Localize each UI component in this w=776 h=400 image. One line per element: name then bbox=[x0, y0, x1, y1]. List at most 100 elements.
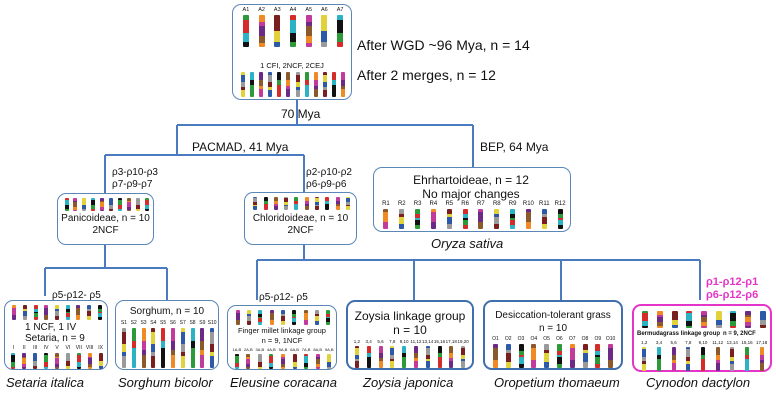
chromosome-segment bbox=[98, 361, 103, 367]
chromosome-segment bbox=[295, 82, 300, 87]
chromosome-segment bbox=[126, 206, 131, 210]
chromosome-segment bbox=[315, 202, 319, 205]
chromosome-segment bbox=[274, 15, 281, 31]
chromosome-label: IX bbox=[98, 345, 103, 351]
chromosome-segment bbox=[437, 346, 442, 354]
chromosome-segment bbox=[595, 357, 601, 364]
chromosome-segment bbox=[121, 344, 126, 352]
chromosome-segment bbox=[730, 325, 737, 328]
species-zoysia: Zoysia japonica bbox=[363, 375, 454, 390]
chromosome-segment bbox=[305, 15, 312, 23]
chromosome-bar bbox=[180, 328, 185, 368]
chromosome-label: 5,6 bbox=[377, 339, 384, 344]
chromosome-bar bbox=[525, 209, 531, 229]
chromosome-bar bbox=[556, 344, 562, 368]
chromosome-segment bbox=[161, 348, 166, 368]
chromosome-segment bbox=[413, 353, 418, 359]
chromosome-segment bbox=[22, 358, 27, 364]
chromosome-segment bbox=[701, 311, 707, 315]
chromosome-segment bbox=[378, 353, 383, 359]
chromosome-segment bbox=[292, 361, 297, 367]
chromosome-label: R5 bbox=[445, 201, 454, 207]
chromosome-segment bbox=[399, 209, 405, 214]
chromosome-segment bbox=[247, 321, 251, 325]
chromosome-segment bbox=[269, 320, 274, 325]
chromosome-bar bbox=[608, 344, 614, 368]
chromosome-segment bbox=[87, 316, 91, 320]
chromosome-segment bbox=[117, 198, 122, 200]
chromosome-segment bbox=[210, 356, 215, 368]
chromosome-segment bbox=[247, 313, 251, 316]
chromosome-segment bbox=[325, 201, 330, 204]
chromosome-bar bbox=[55, 353, 59, 369]
chromosome-segment bbox=[180, 332, 185, 344]
bermudagrass-chromosomes-top bbox=[638, 310, 770, 328]
chromosome-segment bbox=[76, 362, 81, 367]
chromosome-segment bbox=[569, 344, 575, 348]
chromosome-segment bbox=[315, 204, 319, 207]
chromosome-segment bbox=[390, 348, 395, 355]
chromosome-segment bbox=[258, 15, 265, 23]
chromosome-segment bbox=[366, 346, 371, 354]
chromosome-label: 9A,B bbox=[324, 347, 334, 352]
chromosome-segment bbox=[642, 361, 647, 364]
chromosome-segment bbox=[44, 305, 49, 308]
chromosome-segment bbox=[151, 356, 156, 368]
species-cynodon: Cynodon dactylon bbox=[646, 375, 751, 390]
chromosome-bar bbox=[759, 347, 764, 371]
chromosome-segment bbox=[11, 355, 16, 363]
chromosome-segment bbox=[402, 357, 407, 368]
chromosome-segment bbox=[390, 361, 395, 368]
chromosome-segment bbox=[518, 350, 524, 355]
chromosome-segment bbox=[399, 214, 405, 217]
chromosome-label: S3 bbox=[140, 320, 147, 326]
chromosome-bar bbox=[461, 346, 466, 368]
chromosome-segment bbox=[247, 315, 251, 322]
chromosome-label: R8 bbox=[492, 201, 501, 207]
chromosome-label: 6A,B bbox=[290, 347, 299, 352]
chromosome-segment bbox=[65, 361, 70, 367]
chromosome-bar bbox=[326, 310, 331, 325]
chromosome-segment bbox=[76, 355, 81, 363]
chromosome-segment bbox=[446, 214, 452, 217]
zoysia-subtitle: n = 10 bbox=[393, 323, 427, 337]
chromosome-bar bbox=[325, 197, 330, 210]
chromosome-label: 13,14 bbox=[422, 339, 434, 344]
chromosome-segment bbox=[246, 367, 251, 369]
chromosome-segment bbox=[544, 350, 550, 353]
chromosome-segment bbox=[87, 363, 92, 368]
chromosome-segment bbox=[642, 320, 649, 326]
chromosome-segment bbox=[303, 320, 308, 325]
chromosome-label: 7,8 bbox=[685, 340, 692, 345]
chromosome-segment bbox=[671, 325, 678, 328]
chromosome-segment bbox=[327, 361, 332, 367]
chromosome-bar bbox=[249, 72, 254, 97]
chromosome-segment bbox=[390, 354, 395, 360]
chromosome-label: 11,12 bbox=[410, 339, 422, 344]
chromosome-bar bbox=[730, 311, 737, 328]
chromosome-segment bbox=[730, 349, 735, 357]
chromosome-segment bbox=[337, 42, 344, 47]
chromosome-segment bbox=[686, 356, 691, 362]
chromosome-segment bbox=[190, 348, 195, 368]
chromosome-label: R1 bbox=[382, 201, 390, 207]
chromosome-segment bbox=[425, 361, 430, 368]
chromosome-label: R2 bbox=[397, 201, 406, 207]
finger-millet-title: Finger millet linkage group bbox=[238, 326, 326, 335]
chromosome-bar bbox=[332, 72, 337, 97]
chromosome-bar bbox=[383, 209, 389, 229]
chromosome-segment bbox=[449, 358, 454, 361]
chromosome-segment bbox=[492, 344, 498, 348]
chromosome-bar bbox=[335, 197, 340, 210]
chromosome-bar bbox=[292, 310, 297, 325]
chromosome-segment bbox=[12, 315, 17, 320]
chromosome-segment bbox=[284, 198, 289, 203]
chromosome-segment bbox=[430, 212, 436, 223]
finger-millet-chromosomes-top bbox=[232, 309, 334, 325]
chromosome-segment bbox=[686, 363, 691, 371]
chromosome-segment bbox=[313, 80, 318, 86]
chromosome-segment bbox=[121, 352, 126, 356]
chromosome-segment bbox=[257, 354, 262, 362]
